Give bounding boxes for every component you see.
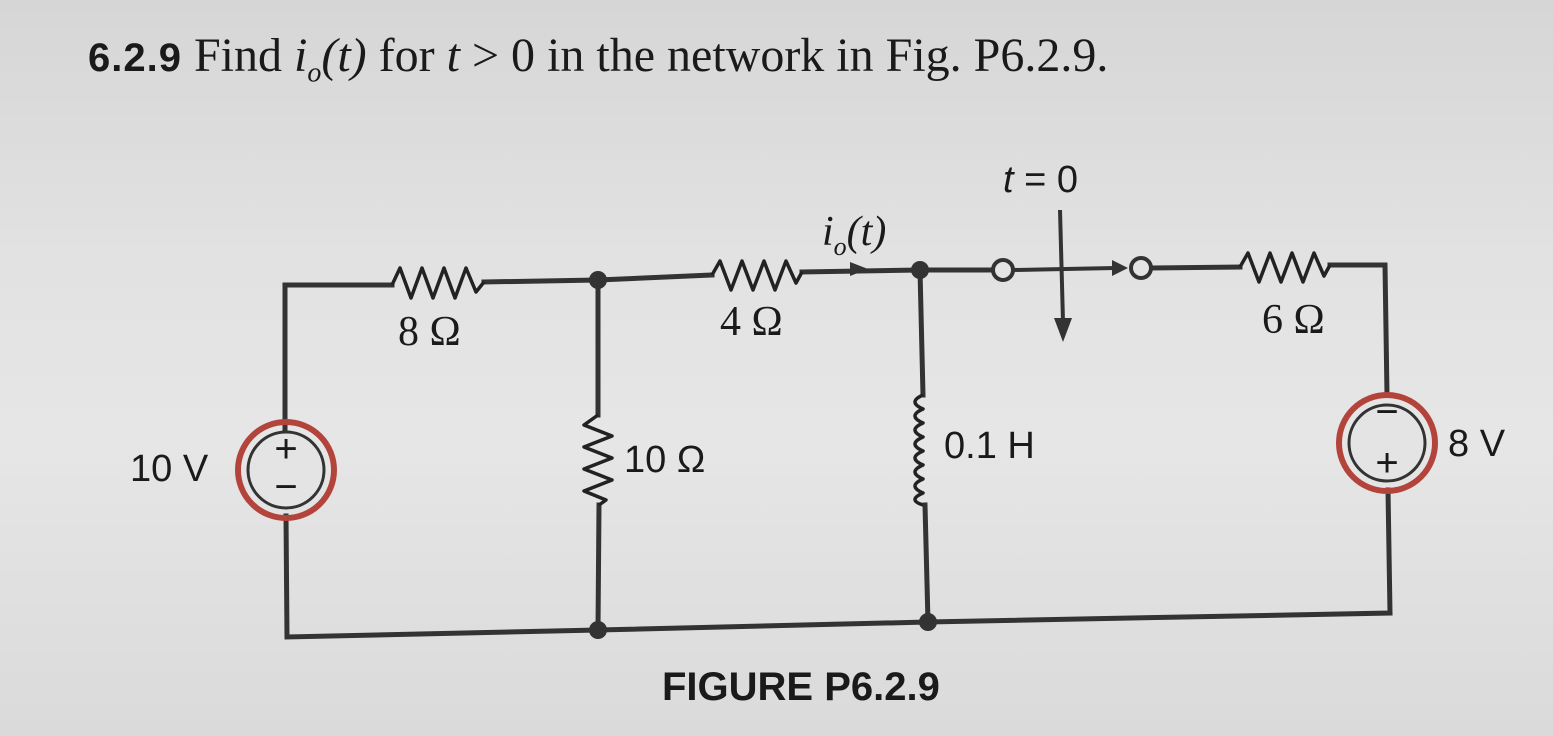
label-10v: 10 V [130, 448, 209, 490]
label-0.1H: 0.1 H [944, 425, 1035, 467]
problem-text-mid: for [366, 29, 447, 82]
problem-var: i [294, 29, 308, 82]
label-8v: 8 V [1448, 423, 1506, 465]
label-10ohm: 10 Ω [624, 439, 705, 481]
resistor-8ohm [390, 266, 486, 300]
current-label: io(t) [822, 209, 886, 261]
source-right-minus: − [1375, 390, 1398, 434]
voltage-source-10v: + − [235, 419, 337, 521]
switch [991, 209, 1153, 342]
node-top-left [589, 271, 607, 289]
current-arrow [850, 262, 868, 276]
inductor-0.1H [913, 393, 925, 507]
source-left-plus: + [274, 427, 297, 471]
resistor-10ohm [582, 413, 614, 507]
voltage-source-8v: − + [1336, 390, 1438, 494]
problem-text-after: > 0 in the network in Fig. P6.2.9. [459, 29, 1109, 82]
figure-caption: FIGURE P6.2.9 [662, 665, 940, 709]
source-right-plus: + [1375, 441, 1398, 485]
node-top-right [911, 261, 929, 279]
label-6ohm: 6 Ω [1262, 297, 1325, 343]
problem-t: t [446, 29, 460, 82]
label-4ohm: 4 Ω [720, 299, 783, 345]
problem-var-arg: (t) [321, 29, 367, 82]
node-bottom-left [589, 621, 607, 639]
resistor-6ohm [1238, 251, 1332, 284]
problem-number: 6.2.9 [88, 36, 182, 80]
resistor-4ohm [710, 259, 804, 292]
problem-var-sub: o [307, 57, 322, 89]
label-8ohm: 8 Ω [398, 309, 461, 355]
node-bottom-right [919, 613, 937, 631]
switch-label: t = 0 [1003, 159, 1078, 201]
problem-text-before: Find [193, 29, 294, 82]
source-left-minus: − [274, 465, 297, 509]
